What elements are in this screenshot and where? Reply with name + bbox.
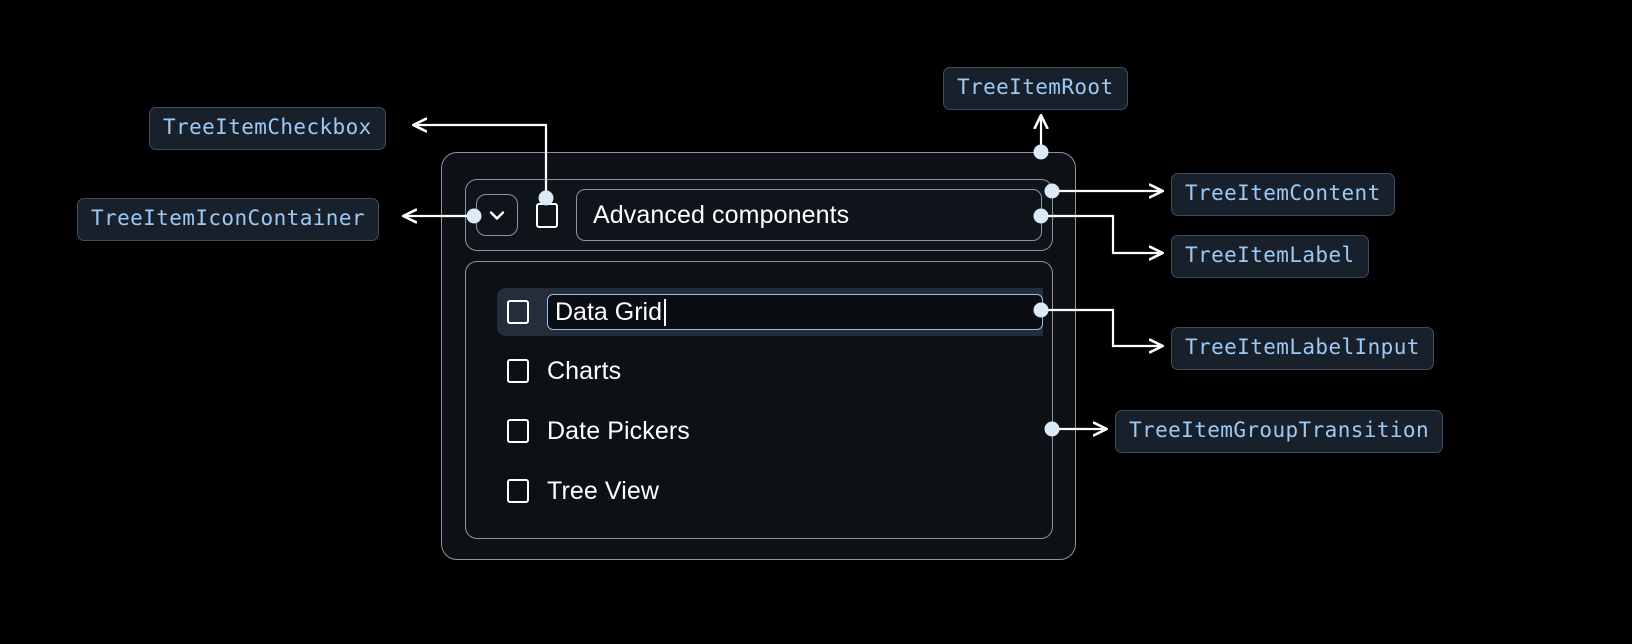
checkbox-unchecked-icon — [536, 202, 558, 228]
tree-item-checkbox[interactable] — [497, 359, 539, 383]
tree-item-row-charts[interactable]: Charts — [497, 348, 1042, 394]
tree-item-group-transition: Data Grid Charts Date Pickers — [465, 261, 1053, 539]
annotation-tree-item-group-transition: TreeItemGroupTransition — [1115, 410, 1443, 453]
tree-item-checkbox[interactable] — [497, 479, 539, 503]
annotation-tree-item-label-input: TreeItemLabelInput — [1171, 327, 1434, 370]
annotation-tree-item-root: TreeItemRoot — [943, 67, 1128, 110]
tree-item-label-text: Advanced components — [593, 200, 850, 229]
chevron-down-icon — [485, 203, 509, 227]
tree-item-row-data-grid[interactable]: Data Grid — [497, 288, 1043, 336]
tree-item-icon-container[interactable] — [476, 194, 518, 236]
tree-item-label[interactable]: Advanced components — [576, 189, 1042, 241]
tree-item-label-input-value: Data Grid — [555, 297, 662, 326]
tree-item-label: Charts — [547, 356, 622, 385]
tree-item-row-date-pickers[interactable]: Date Pickers — [497, 408, 1042, 454]
tree-item-checkbox[interactable] — [528, 194, 566, 236]
checkbox-unchecked-icon — [507, 300, 529, 324]
tree-item-label: Tree View — [547, 476, 660, 505]
checkbox-unchecked-icon — [507, 479, 529, 503]
tree-item-checkbox[interactable] — [497, 300, 539, 324]
annotation-tree-item-content: TreeItemContent — [1171, 173, 1395, 216]
tree-item-root[interactable]: Advanced components Data Grid Chart — [441, 152, 1076, 560]
tree-item-label-input[interactable]: Data Grid — [547, 294, 1043, 330]
tree-item-checkbox[interactable] — [497, 419, 539, 443]
checkbox-unchecked-icon — [507, 359, 529, 383]
annotation-tree-item-checkbox: TreeItemCheckbox — [149, 107, 386, 150]
annotation-tree-item-icon-container: TreeItemIconContainer — [77, 198, 379, 241]
tree-item-label: Date Pickers — [547, 416, 690, 445]
tree-item-row-tree-view[interactable]: Tree View — [497, 468, 1042, 514]
annotation-tree-item-label: TreeItemLabel — [1171, 235, 1369, 278]
text-cursor — [663, 298, 666, 326]
tree-item-content[interactable]: Advanced components — [465, 179, 1053, 251]
checkbox-unchecked-icon — [507, 419, 529, 443]
